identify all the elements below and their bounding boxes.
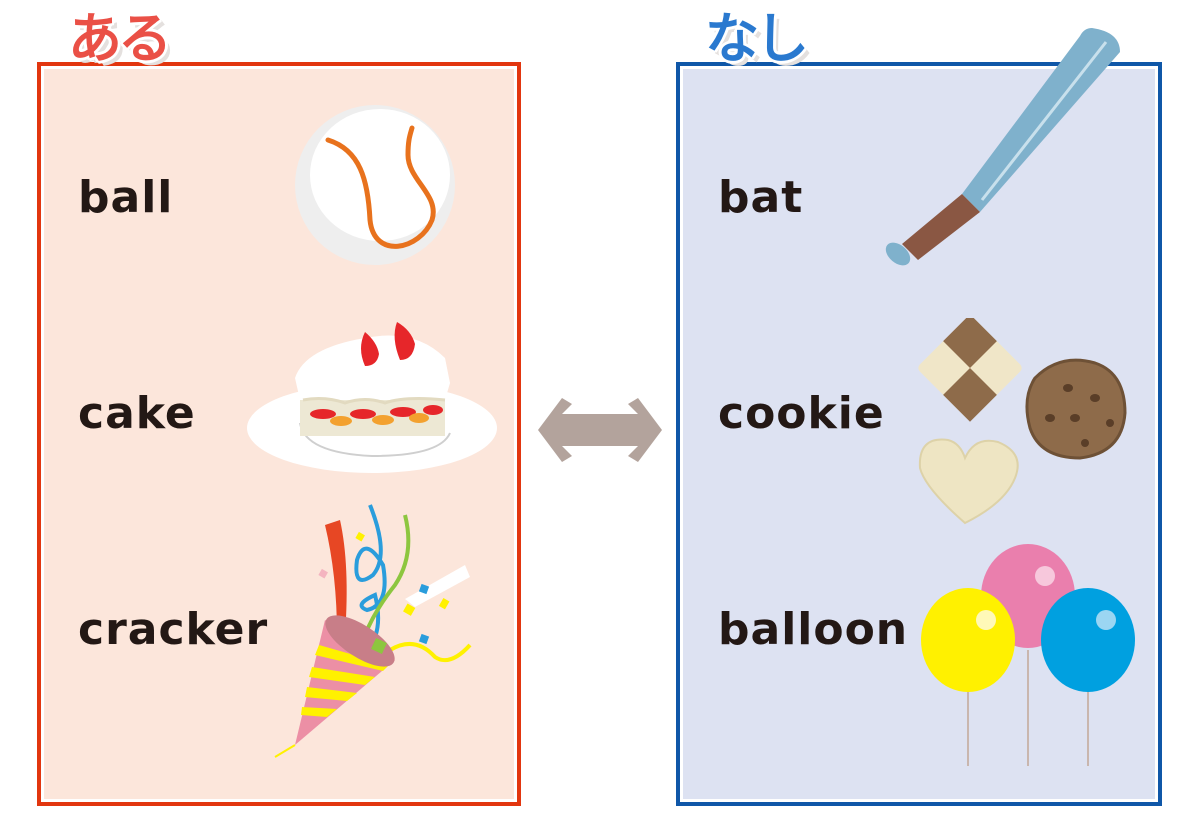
word-cracker: cracker [78, 604, 269, 655]
nashi-header: なし [705, 7, 809, 70]
double-arrow-icon [538, 398, 662, 462]
word-cake: cake [78, 388, 196, 439]
aru-header: ある [68, 7, 172, 70]
cookies-icon [918, 318, 1127, 525]
word-balloon: balloon [718, 604, 909, 655]
word-cookie: cookie [718, 388, 885, 439]
party-popper-icon [274, 504, 472, 758]
balloons-icon [921, 544, 1135, 766]
word-bat: bat [718, 172, 804, 223]
word-ball: ball [78, 172, 174, 223]
baseball-bat-icon [885, 28, 1120, 266]
baseball-icon [295, 105, 455, 265]
strawberry-shortcake-icon [247, 322, 497, 473]
